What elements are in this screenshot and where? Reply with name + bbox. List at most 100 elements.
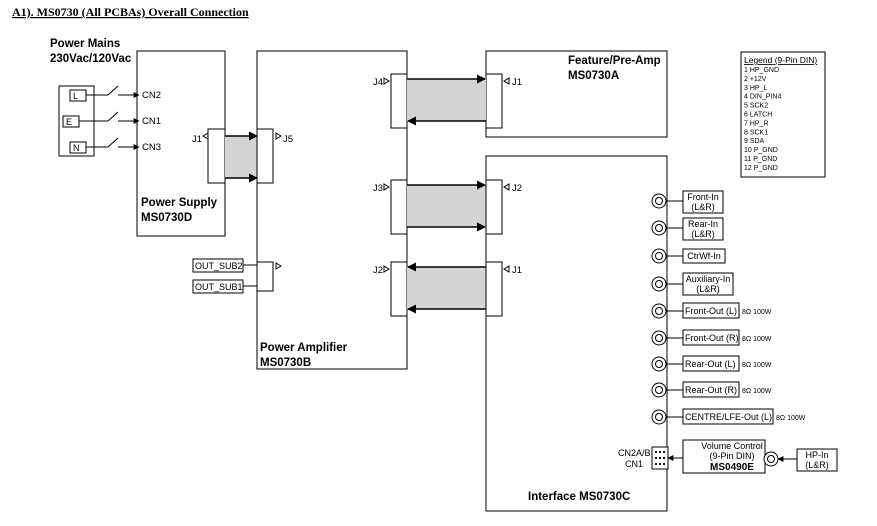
headphone-jack-icon [763,451,779,467]
rca-jack-inner-icon [655,252,663,260]
power-amplifier-sub-pin-icon [275,262,282,270]
diagram-title: A1). MS0730 (All PCBAs) Overall Connecti… [12,5,249,19]
jack-label-box [682,248,726,264]
jack-label-box [682,355,740,372]
power-mains-voltage: 230Vac/120Vac [50,53,132,65]
cable-pa-interface-j2 [407,180,486,232]
power-amplifier-j2-label: J2 [373,265,383,276]
interface-jack-front-out-l: Front-Out (L) 8Ω 100W [651,302,772,319]
legend-box [740,51,826,178]
cable-pa-interface-j2-body [407,185,486,227]
power-amplifier-j4-connector [390,73,408,129]
jack-label-box [682,302,740,319]
legend-item: 2 +12V [744,76,767,83]
jack-label-box [682,272,734,296]
power-amplifier-j4-label: J4 [373,77,383,88]
cable-pa-preamp-body [407,79,486,121]
legend-item: 1 HP_GND [744,67,779,74]
power-amplifier-model: MS0730B [260,357,311,369]
wire-e-switch [107,111,119,122]
volume-control-board: Volume Control (9-Pin DIN) MS0490E HP-In… [682,439,838,474]
power-mains: Power Mains 230Vac/120Vac L E N CN2 CN1 … [50,38,161,157]
din-pin-icon [658,462,662,466]
interface-box [485,155,668,512]
speaker-jack-icon [651,356,667,372]
power-amplifier-j3-pin-icon [383,183,390,191]
jack-label: Rear-Out (R) [685,385,737,395]
interface-jack-rear-in: Rear-In (L&R) [651,217,724,241]
interface-j2-label: J2 [512,183,522,194]
interface-label: Interface MS0730C [528,491,630,503]
rca-jack-icon [651,220,667,236]
volume-control-model: MS0490E [710,462,754,473]
cable-ps-pa [225,131,258,183]
power-amplifier-j2-pin-icon [383,265,390,273]
din-pin-icon [662,456,666,460]
feature-preamp-label: Feature/Pre-Amp [568,55,661,67]
power-amplifier-label: Power Amplifier [260,342,348,354]
jack-label: Front-In [687,192,719,202]
jack-label-box [682,408,774,425]
din-pin-icon [654,462,658,466]
legend-item: 5 SCK2 [744,103,768,110]
din-pin-icon [662,450,666,454]
speaker-jack-inner-icon [655,334,663,342]
power-amplifier-j2-connector [390,261,408,317]
din-pin-icon [654,450,658,454]
interface-j1-label: J1 [512,265,522,276]
sub-outputs: OUT_SUB2 OUT_SUB1 [192,258,257,294]
jack-label: CtrWf-In [687,251,721,261]
legend-item: 11 P_GND [744,156,777,163]
legend-item: 8 SCK1 [744,129,768,136]
interface-jack-rear-out-r: Rear-Out (R) 8Ω 100W [651,381,772,398]
power-mains-label: Power Mains [50,38,120,50]
connector-cn3: CN3 [142,142,161,153]
power-supply-board: Power Supply MS0730D J1 [136,50,226,237]
jack-spec: 8Ω 100W [742,362,772,369]
jack-sublabel: (L&R) [691,229,715,239]
legend-item: 12 P_GND [744,165,778,172]
jack-spec: 8Ω 100W [742,336,772,343]
jack-label-box [682,217,724,241]
jack-label: CENTRE/LFE-Out (L) [685,412,772,422]
hp-in-sublabel: (L&R) [805,460,829,470]
feature-preamp-board: Feature/Pre-Amp MS0730A J1 [485,50,668,138]
volume-control-din-label: (9-Pin DIN) [709,451,754,461]
legend-item: 9 SDA [744,138,765,145]
power-amplifier-j5-label: J5 [283,134,293,145]
din-pin-icon [658,456,662,460]
speaker-jack-inner-icon [655,413,663,421]
interface-jack-ctrwf-in: CtrWf-In [651,248,726,264]
jack-label: Rear-In [688,219,718,229]
legend-title: Legend (9-Pin DIN) [744,55,817,65]
interface-jack-auxiliary-in: Auxiliary-In (L&R) [651,272,734,296]
power-supply-j1-pin-icon [202,132,209,140]
connector-cn2: CN2 [142,90,161,101]
legend-item: 4 DIN_PIN4 [744,94,781,101]
interface-jack-centre-lfe-out: CENTRE/LFE-Out (L) 8Ω 100W [651,408,806,425]
legend-item: 7 HP_R [744,120,769,127]
plug-pin-e-label: E [66,117,72,127]
power-amplifier-box [256,50,408,370]
feature-preamp-j1-label: J1 [512,77,522,88]
out-sub2-label: OUT_SUB2 [195,261,243,271]
jack-sublabel: (L&R) [696,284,720,294]
interface-jack-front-out-r: Front-Out (R) 8Ω 100W [651,329,772,346]
jack-label: Front-Out (L) [685,306,737,316]
interface-j1-connector [485,261,503,317]
power-supply-label: Power Supply [141,197,218,209]
power-amplifier-j3-label: J3 [373,183,383,194]
power-amplifier-board: Power Amplifier MS0730B J5 J4 J3 J2 [256,50,408,370]
jack-label: Rear-Out (L) [685,359,736,369]
volume-control-box [682,439,766,474]
speaker-jack-icon [651,303,667,319]
speaker-jack-icon [651,382,667,398]
legend-item: 6 LATCH [744,112,772,119]
feature-preamp-j1-pin-icon [503,77,510,85]
feature-preamp-model: MS0730A [568,70,619,82]
jack-label-box [682,190,724,214]
wire-l-switch [107,85,119,96]
